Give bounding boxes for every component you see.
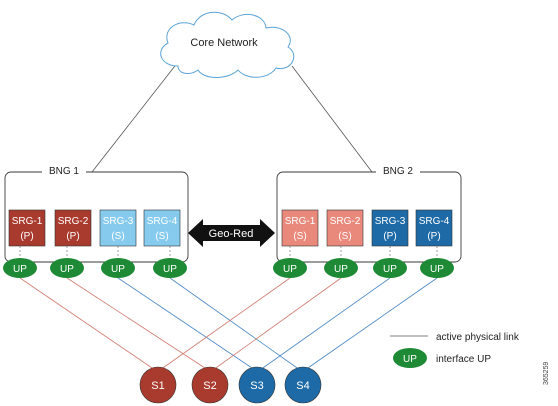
up-badge: UP <box>420 258 454 278</box>
up-label: UP <box>334 264 348 275</box>
subscriber-label: S3 <box>250 380 263 392</box>
bng2-srg-3: SRG-3 (P) <box>371 209 409 247</box>
subscriber-label: S2 <box>203 380 216 392</box>
up-badge: UP <box>273 258 307 278</box>
legend-up-badge: UP <box>403 354 417 365</box>
srg-name: SRG-4 <box>147 216 178 227</box>
link-s3-bng1-up3 <box>117 277 256 371</box>
srg-name: SRG-1 <box>12 216 43 227</box>
bng1-srg-3: SRG-3 (S) <box>99 209 137 247</box>
srg-box <box>143 209 181 247</box>
up-label: UP <box>430 264 444 275</box>
subscriber-s1: S1 <box>139 366 177 404</box>
subscriber-s4: S4 <box>284 366 322 404</box>
up-badge: UP <box>50 258 84 278</box>
link-s2-bng1-up2 <box>66 277 209 371</box>
subscriber-label: S4 <box>296 380 309 392</box>
srg-name: SRG-1 <box>285 216 316 227</box>
up-badge: UP <box>101 258 135 278</box>
up-badge: UP <box>3 258 37 278</box>
up-badge: UP <box>153 258 187 278</box>
core-link-bng1 <box>91 61 179 173</box>
srg-role: (S) <box>155 231 168 242</box>
up-badge: UP <box>324 258 358 278</box>
up-label: UP <box>111 264 125 275</box>
srg-box <box>281 209 319 247</box>
subscriber-s2: S2 <box>191 366 229 404</box>
core-link-bng2 <box>291 65 373 173</box>
bng2-srg-1: SRG-1 (S) <box>281 209 319 247</box>
srg-name: SRG-2 <box>58 216 89 227</box>
srg-role: (S) <box>338 231 351 242</box>
srg-role: (S) <box>293 231 306 242</box>
srg-box <box>54 209 92 247</box>
srg-box <box>99 209 137 247</box>
link-s1-bng1-up1 <box>19 277 156 371</box>
srg-role: (P) <box>20 231 33 242</box>
link-s2-bng2-up2 <box>212 277 342 371</box>
srg-role: (P) <box>66 231 79 242</box>
srg-role: (P) <box>383 231 396 242</box>
up-label: UP <box>60 264 74 275</box>
link-s4-bng2-up4 <box>304 277 438 371</box>
srg-name: SRG-3 <box>103 216 134 227</box>
link-s4-bng1-up4 <box>169 277 301 371</box>
bng1-srg-4: SRG-4 (S) <box>143 209 181 247</box>
geo-red-label: Geo-Red <box>209 228 254 240</box>
srg-role: (P) <box>427 231 440 242</box>
srg-box <box>371 209 409 247</box>
bng2-label: BNG 2 <box>383 166 413 177</box>
legend-link-text: active physical link <box>436 332 520 343</box>
up-label: UP <box>283 264 297 275</box>
bng1-srg-2: SRG-2 (P) <box>54 209 92 247</box>
bng1-group: BNG 1 <box>4 163 189 263</box>
bng1-label: BNG 1 <box>49 166 79 177</box>
srg-name: SRG-4 <box>419 216 450 227</box>
bng2-group: BNG 2 <box>276 163 462 263</box>
srg-to-up-connectors <box>19 246 438 260</box>
srg-name: SRG-3 <box>375 216 406 227</box>
bng2-srg-4: SRG-4 (P) <box>415 209 453 247</box>
legend-up-swatch <box>393 348 427 368</box>
srg-box <box>415 209 453 247</box>
legend-up-text: interface UP <box>436 354 491 365</box>
core-network-cloud: Core Network <box>160 11 295 78</box>
bng2-srg-2: SRG-2 (S) <box>326 209 364 247</box>
legend: active physical link UP interface UP <box>390 332 520 368</box>
up-label: UP <box>163 264 177 275</box>
subscriber-label: S1 <box>151 380 164 392</box>
up-label: UP <box>13 264 27 275</box>
geo-red-arrow: Geo-Red <box>188 219 275 247</box>
srg-name: SRG-2 <box>330 216 361 227</box>
link-s1-bng2-up1 <box>159 277 291 371</box>
bng2-box <box>276 171 462 263</box>
bng1-box <box>4 171 189 263</box>
cloud-label: Core Network <box>190 37 258 49</box>
srg-role: (S) <box>111 231 124 242</box>
up-label: UP <box>383 264 397 275</box>
link-s3-bng2-up3 <box>259 277 391 371</box>
subscriber-s3: S3 <box>238 366 276 404</box>
physical-links <box>19 277 438 371</box>
srg-box <box>326 209 364 247</box>
bng1-srg-1: SRG-1 (P) <box>8 209 46 247</box>
srg-box <box>8 209 46 247</box>
figure-id: 365259 <box>543 362 550 385</box>
up-badge: UP <box>373 258 407 278</box>
